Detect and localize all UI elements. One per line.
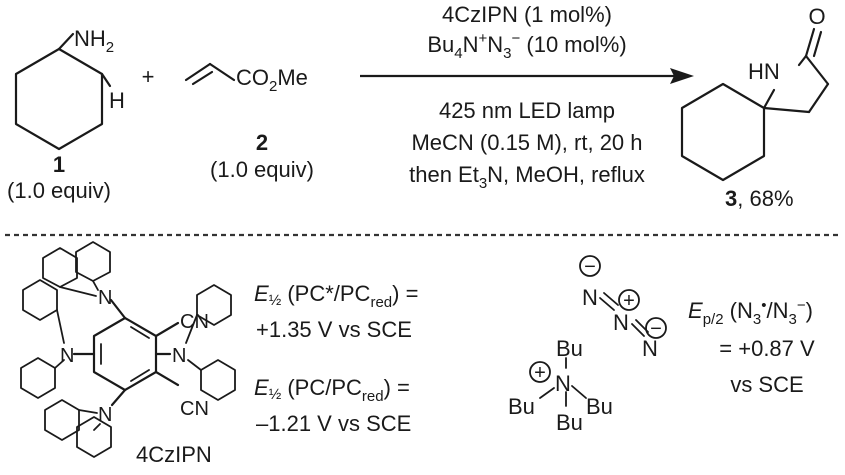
- azide-n3: N: [642, 336, 658, 361]
- vinyl-double-bond-b: [191, 70, 214, 86]
- vinyl-ester-bond: [208, 62, 236, 82]
- product-cyclohexane-ring: [680, 82, 766, 182]
- carbonyl-ch2-bond: [804, 54, 830, 86]
- butyl-right: Bu: [586, 394, 613, 419]
- methyl-acrylate-structure: CO2Me: [184, 62, 308, 95]
- condition-azide-salt: Bu4N+N3− (10 mol%): [427, 30, 626, 62]
- product-caption: 3, 68%: [725, 186, 794, 211]
- nitrile-bottom-label: CN: [180, 398, 209, 420]
- carbazole-n-top: N: [98, 287, 112, 309]
- compound-2-number: 2: [256, 130, 268, 155]
- central-benzene-ring: [92, 316, 158, 392]
- carbazole-top: [42, 241, 111, 297]
- reaction-arrow: [360, 68, 694, 84]
- product-oxygen-label: O: [808, 4, 825, 29]
- carbazole-left: [20, 279, 65, 399]
- cyclohexylamine-structure: NH2 H: [14, 26, 125, 151]
- condition-light: 425 nm LED lamp: [439, 98, 615, 123]
- e-half-excited-value: +1.35 V vs SCE: [256, 317, 412, 342]
- ester-label: CO2Me: [236, 65, 308, 95]
- condition-workup: then Et3N, MeOH, reflux: [409, 162, 645, 192]
- carbazole-n-right: N: [172, 345, 186, 367]
- azide-n1: N: [582, 285, 598, 310]
- azide-minus-top: −: [584, 256, 596, 278]
- n-carbonyl-bond: [797, 54, 808, 67]
- ch2-ch2-bond: [807, 82, 830, 114]
- e-half-ground-value: –1.21 V vs SCE: [256, 411, 411, 436]
- carbonyl-bond-a: [804, 27, 816, 58]
- compound-2-equiv: (1.0 equiv): [210, 157, 314, 182]
- spiro-n-bond: [762, 88, 776, 110]
- carbazole-bottom: [44, 399, 112, 458]
- butyl-left: Bu: [508, 394, 535, 419]
- condition-catalyst: 4CzIPN (1 mol%): [442, 2, 612, 27]
- condition-solvent: MeCN (0.15 M), rt, 20 h: [411, 130, 642, 155]
- ep-label: Ep/2 (N3•/N3−): [688, 297, 813, 328]
- carbazole-right: [185, 284, 236, 401]
- spirolactam-structure: O HN: [680, 4, 830, 182]
- e-half-excited-label: E½ (PC*/PCred) =: [254, 281, 418, 311]
- amine-nh2-label: NH2: [74, 26, 114, 56]
- azide-minus-end: −: [650, 318, 662, 340]
- ep-value: = +0.87 V: [719, 336, 815, 361]
- compound-1-equiv: (1.0 equiv): [7, 178, 111, 203]
- tetrabutylammonium-structure: + N Bu Bu Bu Bu: [508, 336, 613, 435]
- cyclohexane-ring: [14, 47, 104, 151]
- ammonium-n: N: [555, 371, 571, 396]
- c-n-bond: [57, 32, 75, 51]
- product-nh-label: HN: [748, 59, 780, 84]
- carbazole-n-left: N: [60, 345, 74, 367]
- 4czipn-name: 4CzIPN: [136, 442, 212, 467]
- butyl-top: Bu: [556, 336, 583, 361]
- e-half-ground-label: E½ (PC/PCred) =: [254, 375, 410, 405]
- vinyl-double-bond-a: [184, 62, 212, 82]
- ep-reference: vs SCE: [730, 372, 803, 397]
- 4czipn-structure: CN CN N N N N: [20, 241, 236, 458]
- azide-n2: N: [613, 310, 629, 335]
- carbonyl-bond-b: [812, 30, 823, 58]
- azide-anion-structure: − N + N − N: [579, 255, 667, 361]
- azide-plus: +: [623, 290, 635, 312]
- butyl-bottom: Bu: [556, 410, 583, 435]
- amine-h-label: H: [109, 88, 125, 113]
- ch2-spiro-bond: [762, 106, 811, 114]
- plus-sign: +: [142, 64, 155, 89]
- compound-1-number: 1: [53, 152, 65, 177]
- c-h-bond: [100, 72, 112, 88]
- ammonium-plus: +: [534, 362, 546, 384]
